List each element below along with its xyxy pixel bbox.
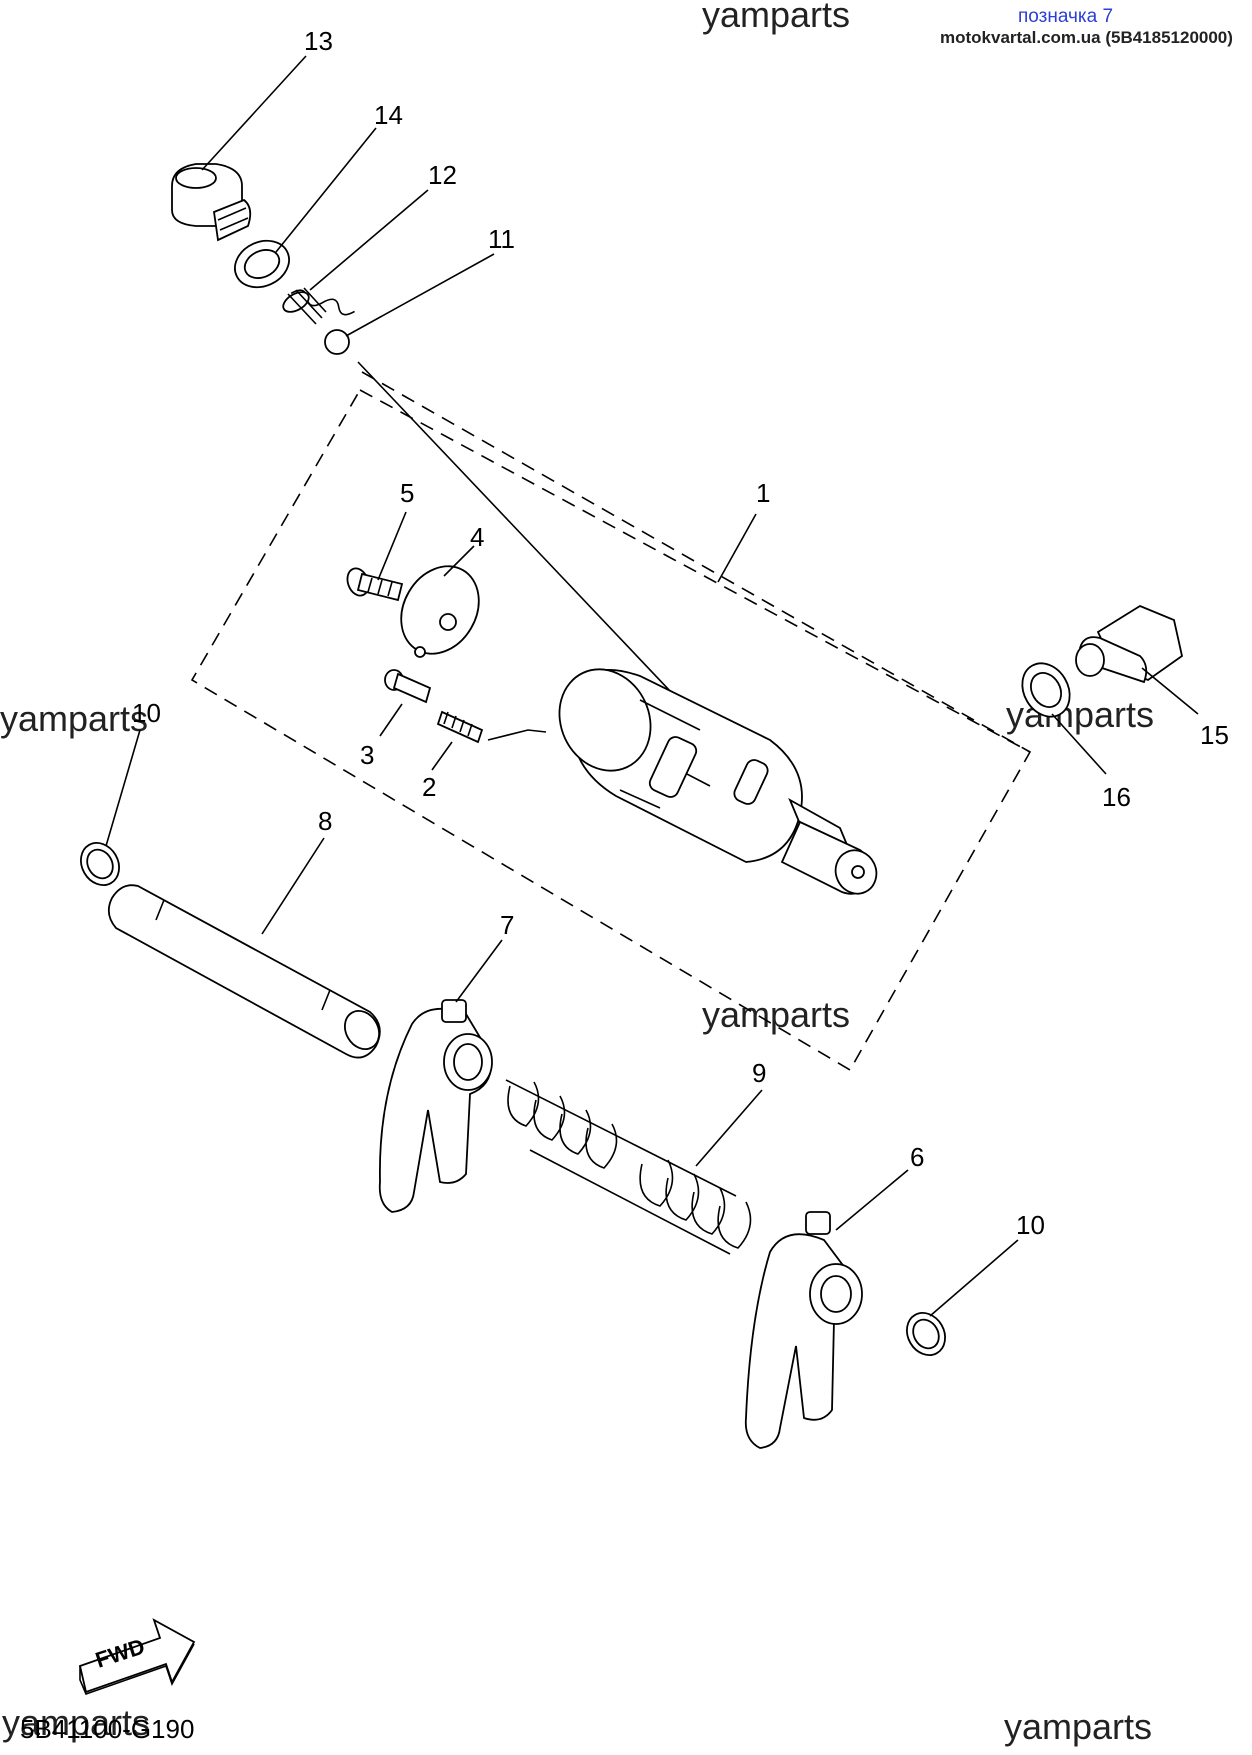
drawing-code: 5B41100-G190	[20, 1714, 194, 1744]
callout-14: 14	[374, 100, 403, 130]
ball-11	[324, 329, 350, 355]
source-label: motokvartal.com.ua (5B4185120000)	[940, 28, 1233, 47]
callout-9: 9	[752, 1058, 766, 1088]
watermark: yamparts	[0, 698, 149, 739]
callout-3: 3	[360, 740, 374, 770]
assembly-boundary	[190, 388, 1032, 1072]
circlip-10-right	[906, 1312, 946, 1356]
callout-16: 16	[1102, 782, 1131, 812]
callout-10-left: 10	[132, 698, 161, 728]
screw-5	[346, 567, 404, 602]
washer-14	[234, 239, 290, 289]
plug-15	[1075, 604, 1184, 684]
watermark: yamparts	[2, 1702, 151, 1743]
callout-2: 2	[422, 772, 436, 802]
callout-4: 4	[470, 522, 484, 552]
fwd-arrow-icon: FWD	[78, 1618, 196, 1696]
circlip-10-left	[80, 842, 120, 886]
callout-5: 5	[400, 478, 414, 508]
plug-bolt-13	[171, 163, 252, 242]
callout-12: 12	[428, 160, 457, 190]
callout-1: 1	[756, 478, 770, 508]
watermark: yamparts	[1004, 1706, 1153, 1747]
shaft-8	[107, 884, 381, 1059]
shift-fork-7	[378, 999, 493, 1213]
pin-3	[384, 669, 432, 704]
shift-drum-1	[558, 668, 878, 895]
watermark: yamparts	[702, 994, 851, 1035]
watermark: yamparts	[702, 0, 851, 35]
spring-12	[282, 287, 355, 325]
callout-7: 7	[500, 910, 514, 940]
callout-8: 8	[318, 806, 332, 836]
washer-16	[1021, 662, 1071, 718]
callout-13: 13	[304, 26, 333, 56]
plate-4	[400, 565, 480, 658]
callout-15: 15	[1200, 720, 1229, 750]
callout-6: 6	[910, 1142, 924, 1172]
spring-9	[505, 1079, 752, 1255]
spring-2	[436, 710, 484, 744]
shift-fork-6	[744, 1211, 863, 1449]
callout-11: 11	[488, 224, 515, 254]
tag-label: позначка 7	[1018, 6, 1114, 27]
callout-10-right: 10	[1016, 1210, 1045, 1240]
